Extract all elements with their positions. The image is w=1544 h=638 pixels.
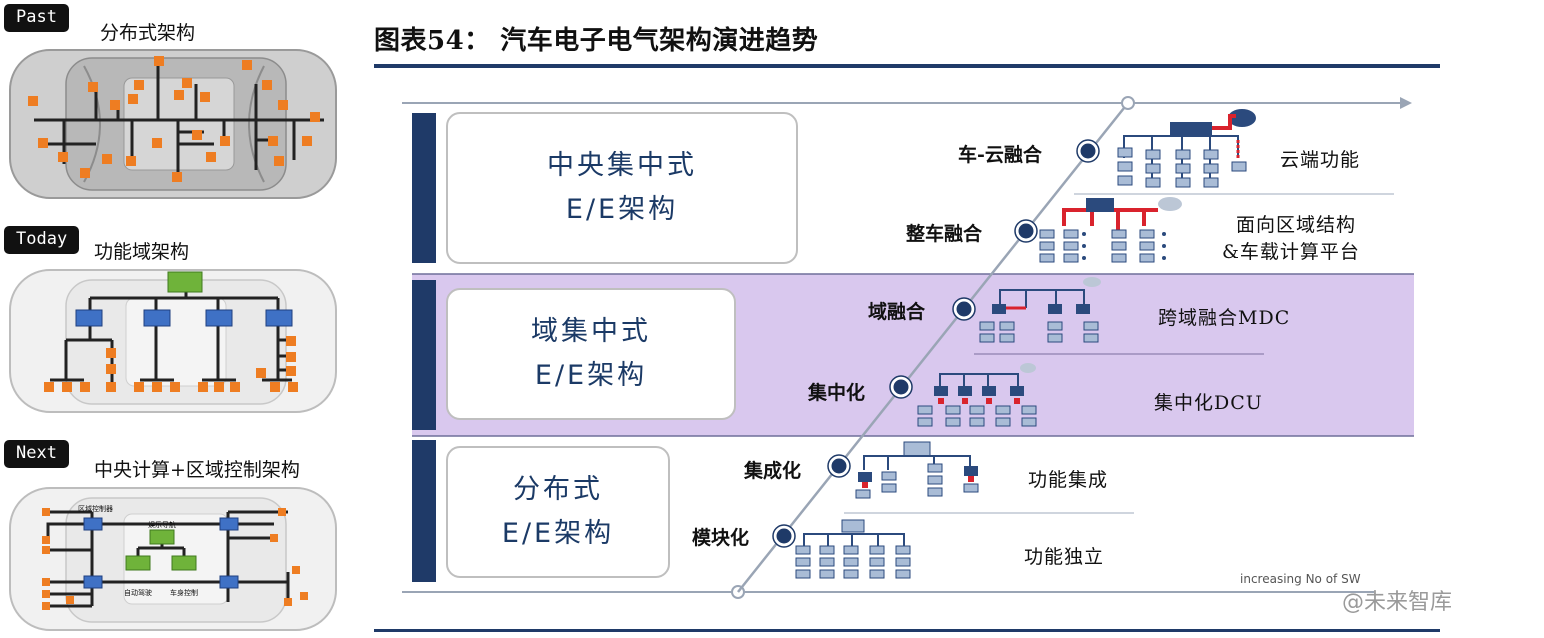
tomorrow-box-line1: 域集中式 [531, 316, 651, 347]
function-integration-icon [855, 441, 979, 499]
x-axis-note: increasing No of SW [1240, 572, 1361, 586]
step-label-vehicle-cloud: 车-云融合 [958, 144, 1042, 166]
today-car-figure [6, 264, 340, 418]
function-label-mdc: 跨域融合MDC [1158, 307, 1291, 329]
next-car-figure: 区域控制器 娱乐导航 自动驾驶 车身控制 [6, 484, 340, 634]
today-badge: Today [4, 226, 80, 254]
watermark: @未来智库 [1342, 590, 1453, 615]
next-caption: 中央计算+区域控制架构 [94, 459, 300, 481]
past-badge: Past [4, 4, 69, 32]
today-box-line2: E/E架构 [501, 518, 615, 549]
step-label-integration: 集成化 [744, 460, 802, 482]
cloud-function-icon [1117, 109, 1256, 188]
past-caption: 分布式架构 [100, 22, 196, 44]
infotainment-label: 娱乐导航 [148, 521, 176, 529]
function-label-zonal: 面向区域结构 [1236, 214, 1357, 236]
future-architecture-box: 中央集中式 E/E架构 [446, 112, 798, 264]
zonal-structure-icon [1039, 197, 1182, 263]
function-label-zonal-line2: &车载计算平台 [1222, 241, 1360, 263]
figure-title: 图表54： 汽车电子电气架构演进趋势 [374, 26, 819, 56]
today-architecture-box: 分布式 E/E架构 [446, 446, 670, 578]
step-label-vehicle-fusion: 整车融合 [906, 223, 983, 245]
past-car-figure [6, 44, 340, 204]
stage-label-today: TODAY [399, 488, 413, 534]
function-label-independent: 功能独立 [1024, 546, 1105, 568]
tomorrow-architecture-box: 域集中式 E/E架构 [446, 288, 736, 420]
function-label-dcu: 集中化DCU [1154, 392, 1263, 414]
stage-label-future: FUTURE [399, 160, 413, 214]
future-box-line1: 中央集中式 [547, 150, 697, 181]
today-caption: 功能域架构 [94, 241, 190, 263]
function-label-cloud: 云端功能 [1280, 149, 1361, 171]
stage-label-tomorrow: TOMORROW [399, 313, 413, 397]
next-badge: Next [4, 440, 69, 468]
step-label-centralization: 集中化 [808, 382, 866, 404]
cross-domain-fusion-icon [979, 277, 1101, 343]
bottom-rule [374, 629, 1440, 632]
future-box-line2: E/E架构 [565, 194, 679, 225]
body-control-label: 车身控制 [170, 589, 198, 597]
step-label-domain-fusion: 域融合 [868, 301, 926, 323]
function-independent-icon [795, 519, 911, 579]
zone-controller-label: 区域控制器 [78, 505, 113, 513]
title-underline [374, 64, 1440, 68]
today-box-line1: 分布式 [513, 474, 603, 505]
function-label-integration: 功能集成 [1028, 469, 1109, 491]
autodrive-label: 自动驾驶 [124, 589, 152, 597]
tomorrow-box-line2: E/E架构 [534, 360, 648, 391]
step-label-modularization: 模块化 [692, 527, 750, 549]
centralized-dcu-icon [917, 363, 1037, 427]
